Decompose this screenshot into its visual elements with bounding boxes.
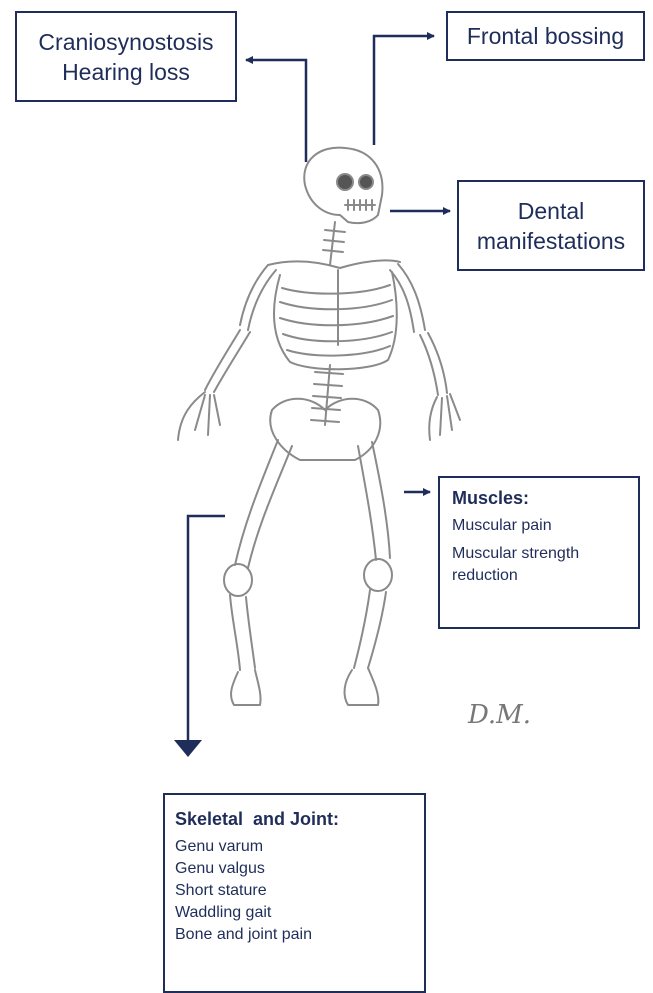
skeletal-item: Genu varum [175,836,414,858]
arrow-frontal-bossing [374,36,434,145]
skeletal-item: Genu valgus [175,858,414,880]
dental-label-line2: manifestations [477,226,625,256]
craniosynostosis-box: Craniosynostosis Hearing loss [15,11,237,102]
skeletal-heading: Skeletal and Joint: [175,809,414,830]
muscles-box: Muscles: Muscular pain Muscular strength… [438,476,640,629]
skeletal-joint-box: Skeletal and Joint: Genu varum Genu valg… [163,793,426,993]
artist-signature: D.M. [468,700,531,730]
arrow-skeletal [188,516,225,740]
arrow-craniosynostosis [246,60,306,162]
dental-box: Dental manifestations [457,180,645,271]
skeletal-item: Waddling gait [175,902,414,924]
skeletal-item: Short stature [175,880,414,902]
skeletal-item: Bone and joint pain [175,924,414,946]
muscles-item: Muscular pain [452,515,628,537]
muscles-heading: Muscles: [452,488,628,509]
arrow-skeletal-head [174,740,202,757]
hearing-loss-label: Hearing loss [38,57,213,87]
muscles-item: Muscular strength reduction [452,543,628,587]
frontal-bossing-label: Frontal bossing [467,21,624,51]
craniosynostosis-label: Craniosynostosis [38,27,213,57]
frontal-bossing-box: Frontal bossing [446,11,645,61]
dental-label-line1: Dental [477,196,625,226]
